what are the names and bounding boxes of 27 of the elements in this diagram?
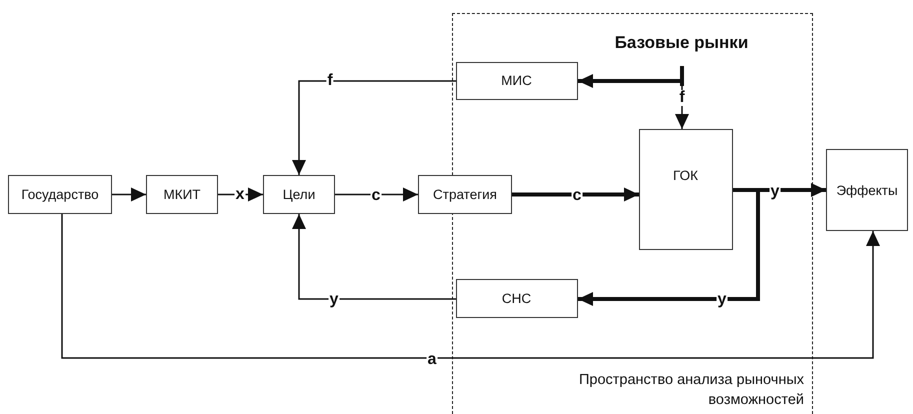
box-label: ГОК [673, 168, 698, 182]
arrow [512, 188, 639, 202]
process-box [263, 175, 335, 214]
arrow [335, 188, 418, 202]
arrow [112, 188, 146, 202]
arrow [292, 80, 456, 175]
process-box [456, 278, 578, 318]
process-box [146, 175, 218, 214]
box-label: Государство [21, 187, 99, 202]
process-box [638, 128, 732, 250]
box-label: МИС [501, 73, 532, 88]
box-label: СНС [502, 290, 532, 306]
arrow [578, 188, 760, 306]
process-box [418, 175, 512, 214]
box-label: Эффекты [836, 182, 898, 198]
process-box [826, 149, 908, 231]
box-label: Стратегия [433, 187, 497, 202]
box-label: Цели [282, 187, 316, 202]
box-label: МКИТ [163, 187, 201, 202]
arrow [218, 188, 263, 202]
arrow [292, 214, 456, 300]
region-label: Пространство анализа рыночных возможностей [578, 371, 804, 410]
process-box [456, 62, 578, 100]
arrow [61, 214, 880, 359]
process-box [8, 175, 112, 214]
heading-label: Базовые рынки [614, 32, 748, 52]
edge-label: f [678, 90, 686, 106]
